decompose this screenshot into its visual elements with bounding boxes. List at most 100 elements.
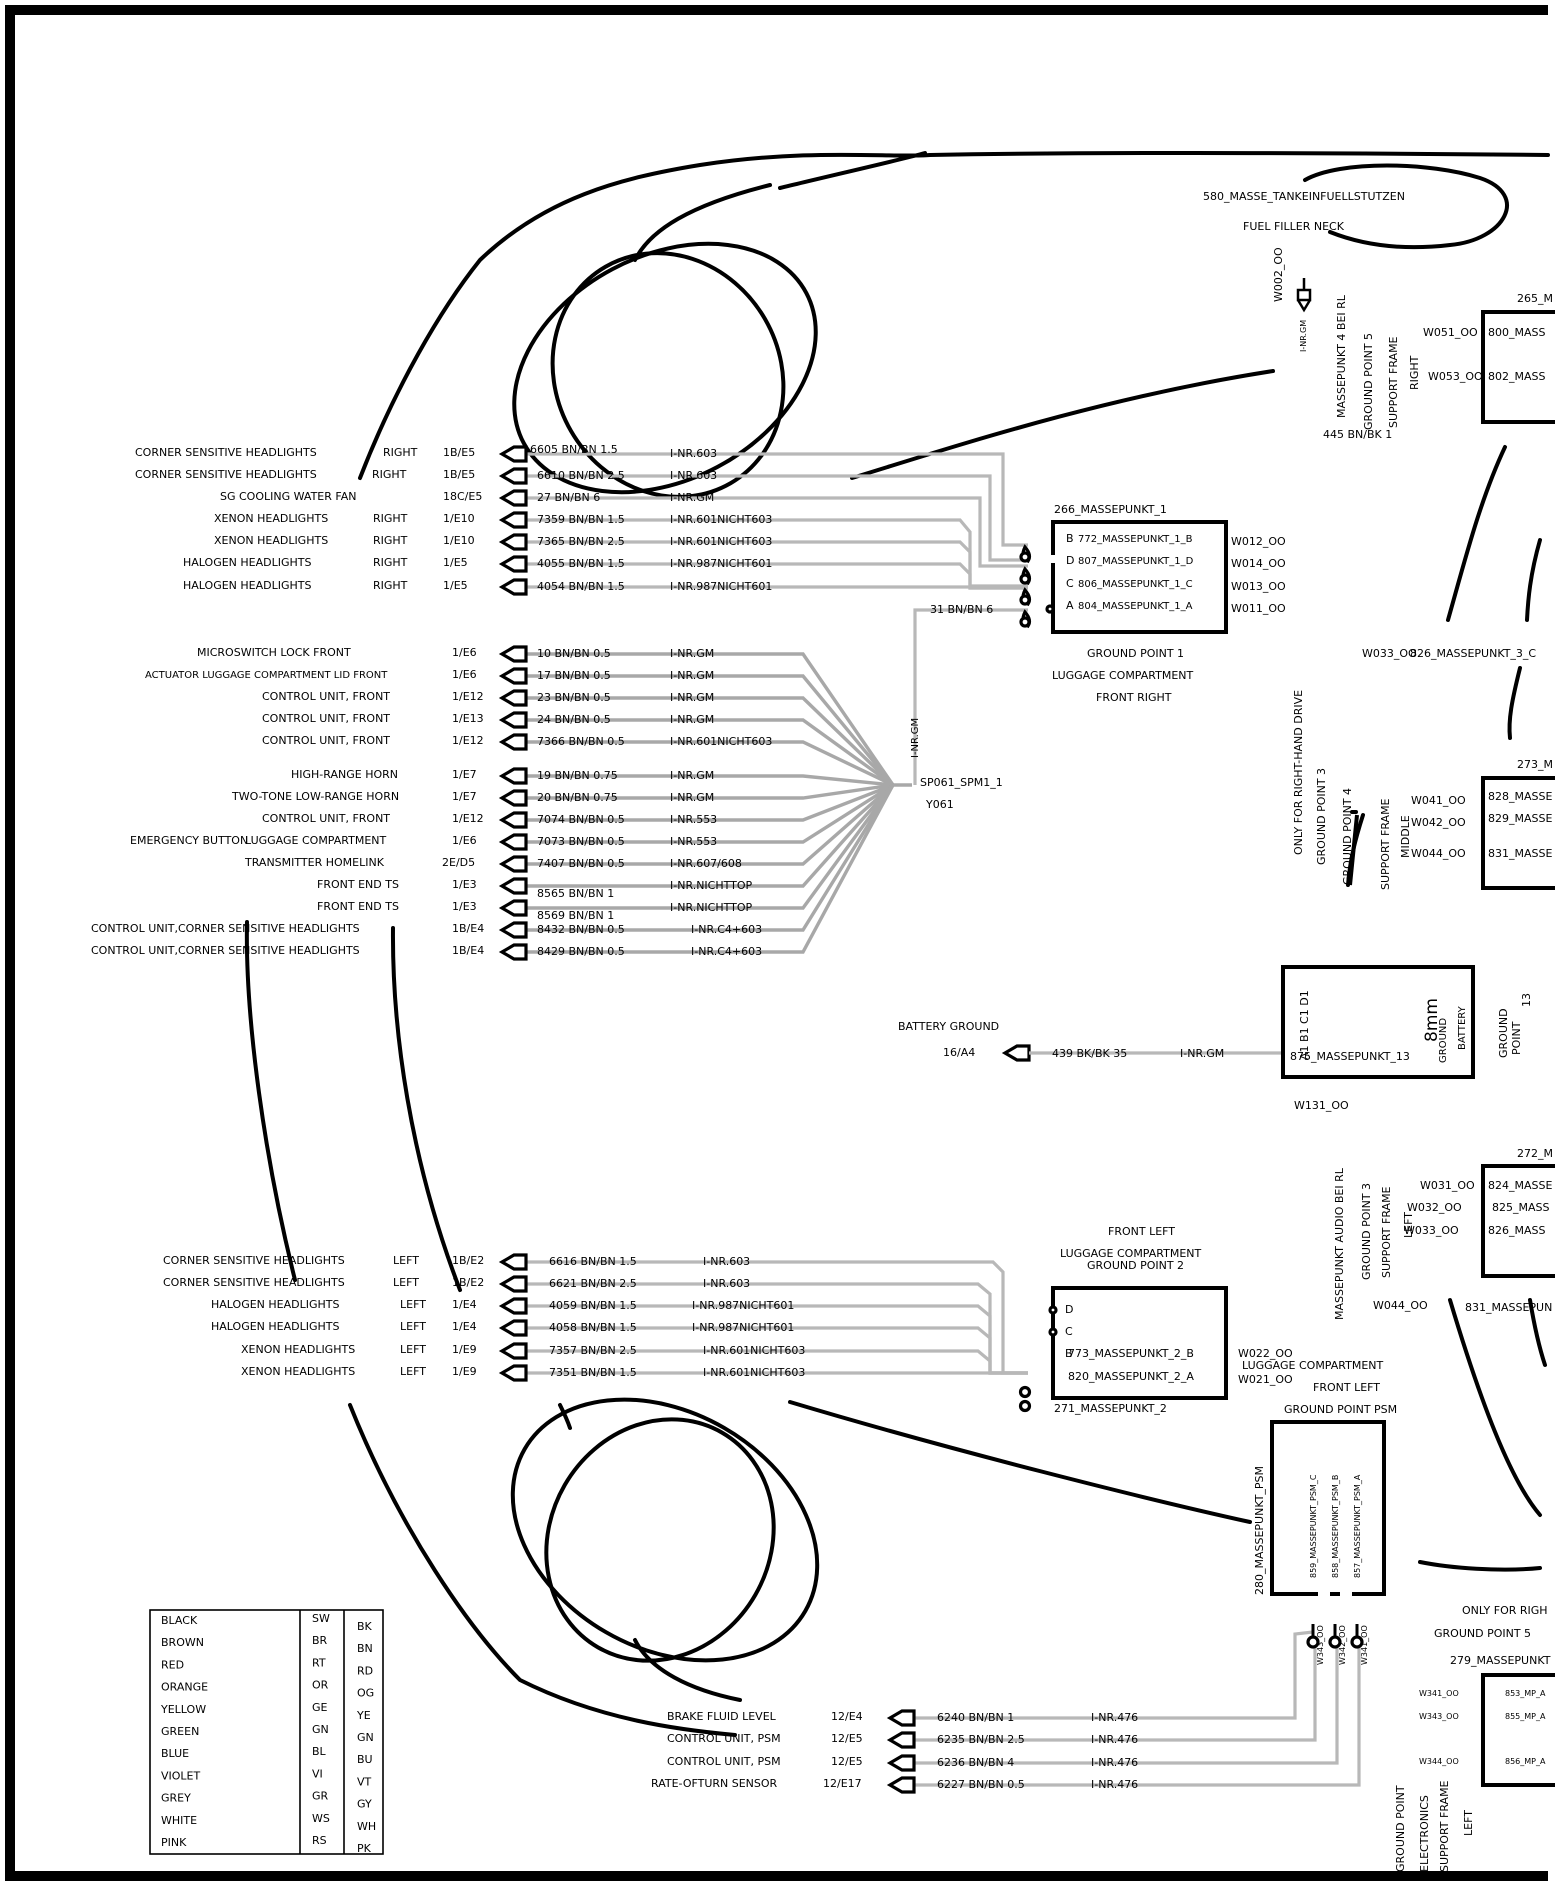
legend-color-name: BLUE <box>161 1747 189 1760</box>
row-inr: I-NR.601NICHT603 <box>703 1366 805 1379</box>
row-wire: 7365 BN/BN 2.5 <box>537 535 625 548</box>
row-side: RIGHT <box>373 534 408 547</box>
psm-pin-b: 858_MASSEPUNKT_PSM_B <box>1331 1475 1340 1578</box>
connector-icon <box>498 667 528 685</box>
connector-icon <box>498 711 528 729</box>
gp2-letter-b: B <box>1065 1347 1073 1360</box>
row-inr: I-NR.603 <box>670 469 717 482</box>
row-inr: I-NR.603 <box>703 1277 750 1290</box>
row-desc: XENON HEADLIGHTS <box>241 1365 355 1378</box>
gp5r-w1: W051_OO <box>1423 326 1478 339</box>
gp2-w-a: W021_OO <box>1238 1373 1293 1386</box>
row-pin: 12/E5 <box>831 1755 863 1768</box>
gp5l-v1: GROUND POINT <box>1394 1785 1407 1872</box>
psm-w1: W343_OO <box>1316 1625 1325 1665</box>
legend-code-en: BU <box>357 1753 373 1766</box>
battery-inr: I-NR.GM <box>1180 1047 1224 1060</box>
row-wire: 7073 BN/BN 0.5 <box>537 835 625 848</box>
gp1-caption-3: FRONT RIGHT <box>1096 691 1172 704</box>
row-inr: I-NR.987NICHT601 <box>692 1299 794 1312</box>
row-wire: 7351 BN/BN 1.5 <box>549 1366 637 1379</box>
row-wire: 4054 BN/BN 1.5 <box>537 580 625 593</box>
gp3-v4: LEFT <box>1402 1212 1415 1238</box>
row-inr: I-NR.601NICHT603 <box>703 1344 805 1357</box>
battery-studs: A1 B1 C1 D1 <box>1298 990 1311 1060</box>
row-wire: 7359 BN/BN 1.5 <box>537 513 625 526</box>
row-inr: I-NR.601NICHT603 <box>670 513 772 526</box>
ground-wire <box>526 740 894 787</box>
row-inr: I-NR.GM <box>670 647 714 660</box>
row-wire: 10 BN/BN 0.5 <box>537 647 611 660</box>
row-pin: 1B/E2 <box>452 1276 484 1289</box>
row-side: LEFT <box>400 1298 426 1311</box>
connector-icon <box>498 578 528 596</box>
row-side: LEFT <box>400 1320 426 1333</box>
fuel-title: 580_MASSE_TANKEINFUELLSTUTZEN <box>1203 190 1405 203</box>
row-desc: CONTROL UNIT, FRONT <box>262 712 390 725</box>
row-inr: I-NR.GM <box>670 491 714 504</box>
gp3-n1: 824_MASSE <box>1488 1179 1552 1192</box>
gp5l-gp: GROUND POINT 5 <box>1434 1627 1531 1640</box>
fuel-eyelet-icon <box>1296 278 1312 313</box>
gp1-pin-w: W014_OO <box>1231 557 1286 570</box>
gp1-wire-label: 31 BN/BN 6 <box>930 603 993 616</box>
gp3-n831: 831_MASSEPUN <box>1465 1301 1552 1314</box>
row-desc: HALOGEN HEADLIGHTS <box>183 579 311 592</box>
ground-point-4: ONLY FOR RIGHT-HAND DRIVE GROUND POINT 3… <box>1292 690 1555 890</box>
row-inr: I-NR.476 <box>1091 1733 1138 1746</box>
row-pin: 1/E9 <box>452 1343 477 1356</box>
connector-icon <box>498 1297 528 1315</box>
gp3-n3: 826_MASS <box>1488 1224 1545 1237</box>
row-desc: XENON HEADLIGHTS <box>214 534 328 547</box>
row-wire: 6616 BN/BN 1.5 <box>549 1255 637 1268</box>
row-wire: 6605 BN/BN 1.5 <box>530 443 618 456</box>
row-pin: 1/E10 <box>443 512 475 525</box>
fuel-inr: I-NR.GM <box>1299 320 1308 352</box>
row-wire: 6227 BN/BN 0.5 <box>937 1778 1025 1791</box>
ground-point-2: FRONT LEFT LUGGAGE COMPARTMENT GROUND PO… <box>1048 1225 1293 1415</box>
gp5l-v2: ELECTRONICS <box>1418 1795 1431 1872</box>
row-inr: I-NR.476 <box>1091 1778 1138 1791</box>
row-pin: 1/E13 <box>452 712 484 725</box>
row-inr: I-NR.C4+603 <box>691 945 762 958</box>
row-side: LEFT <box>393 1254 419 1267</box>
row-pin: 1/E3 <box>452 900 477 913</box>
battery-w: W131_OO <box>1294 1099 1349 1112</box>
ring-terminal-icon <box>1018 1385 1032 1399</box>
psm-pin-a: 857_MASSEPUNKT_PSM_A <box>1353 1474 1362 1578</box>
row-wire: 8432 BN/BN 0.5 <box>537 923 625 936</box>
row-pin: 1/E6 <box>452 834 477 847</box>
row-pin: 18C/E5 <box>443 490 482 503</box>
battery-ground: BATTERY GROUND 16/A4 439 BK/BK 35 I-NR.G… <box>898 965 1533 1112</box>
gp5r-v4: RIGHT <box>1408 355 1421 390</box>
gp1-pin-name: 772_MASSEPUNKT_1_B <box>1078 534 1193 545</box>
connector-icon <box>498 511 528 529</box>
row-pin: 1/E5 <box>443 579 468 592</box>
ground-point-5-right: MASSEPUNKT 4 BEI RL GROUND POINT 5 SUPPO… <box>1335 292 1555 430</box>
row-pin: 1B/E4 <box>452 922 484 935</box>
gp4-n2: 829_MASSE <box>1488 812 1552 825</box>
row-wire: 6240 BN/BN 1 <box>937 1711 1014 1724</box>
ground-wire <box>914 1645 1317 1742</box>
gp3-title: 272_M <box>1517 1147 1553 1160</box>
connector-icon <box>498 877 528 895</box>
gp5r-n1: 800_MASS <box>1488 326 1545 339</box>
gp4-v2: GROUND POINT 3 <box>1315 768 1328 865</box>
ground-wire <box>526 784 895 954</box>
wires <box>526 452 1361 1787</box>
row-desc: HALOGEN HEADLIGHTS <box>211 1320 339 1333</box>
psm-caption-2: FRONT LEFT <box>1313 1381 1380 1394</box>
ground-wire <box>526 783 894 800</box>
row-desc: RATE-OFTURN SENSOR <box>651 1777 778 1790</box>
row-desc: CONTROL UNIT, FRONT <box>262 812 390 825</box>
legend-color-name: ORANGE <box>161 1681 208 1694</box>
row-inr: I-NR.987NICHT601 <box>692 1321 794 1334</box>
row-inr: I-NR.GM <box>670 691 714 704</box>
row-desc: CONTROL UNIT, FRONT <box>262 690 390 703</box>
gp5r-v3: SUPPORT FRAME <box>1387 336 1400 428</box>
battery-gp3: 13 <box>1520 993 1533 1007</box>
connector-icon <box>498 767 528 785</box>
gp2-pin-b: 773_MASSEPUNKT_2_B <box>1068 1347 1194 1360</box>
